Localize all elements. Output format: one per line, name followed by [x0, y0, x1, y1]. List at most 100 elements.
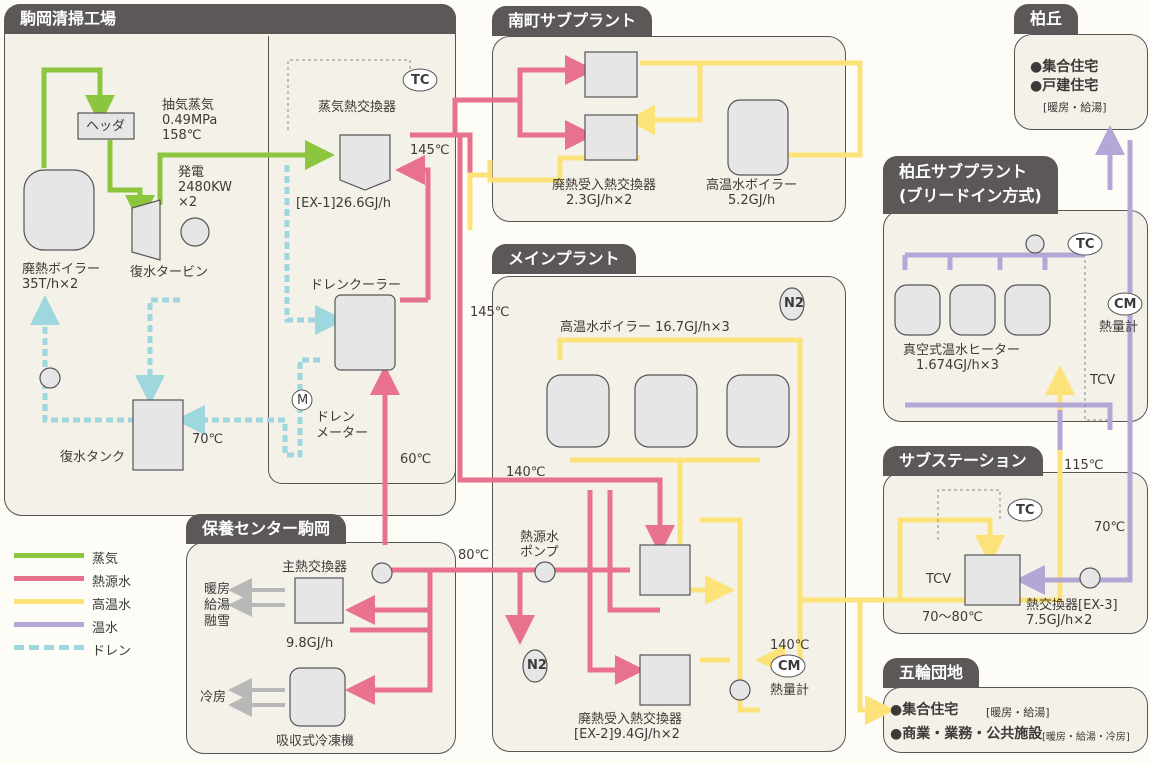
- main-boiler-3: [726, 374, 790, 448]
- hsw-11: [500, 567, 535, 645]
- condensate-tank: [132, 399, 184, 471]
- label-drain-meter2: メーター: [316, 426, 369, 441]
- title-kashiwaoka-sub-line1: 柏丘サブプラント: [899, 162, 1028, 181]
- label-heat-meter2: 熱量計: [770, 683, 810, 698]
- htw-2: [625, 63, 703, 135]
- label-temp140a: 140℃: [506, 465, 546, 480]
- main-boiler-1: [546, 374, 610, 448]
- label-header: ヘッダ: [86, 119, 126, 134]
- m-hx-1: [584, 51, 638, 98]
- main-hx: [294, 577, 344, 624]
- m-hx-2: [584, 114, 638, 161]
- label-ex3a: 熱交換器[EX-3]: [1026, 598, 1118, 613]
- label-heating1: 暖房: [204, 582, 231, 597]
- label-cm2: CM: [778, 659, 801, 674]
- htw-3: [487, 155, 640, 183]
- label-temp7080: 70～80℃: [922, 610, 983, 625]
- control-line-2: [1084, 260, 1110, 421]
- panel-kashiwaoka: [1014, 34, 1148, 130]
- label-extract-temp: 158℃: [162, 128, 202, 143]
- label-ex1: [EX-1]26.6GJ/h: [296, 196, 392, 211]
- pump-5: [1079, 567, 1101, 589]
- title-minamimachi: 南町サブプラント: [492, 6, 653, 36]
- vac-heater-1: [894, 284, 941, 336]
- ww-4: [905, 402, 1113, 430]
- label-ex2a: 廃熱受入熱交換器: [578, 712, 683, 727]
- hx-ex3: [964, 554, 1021, 606]
- title-substation: サブステーション: [883, 446, 1043, 476]
- label-power-mult: ×2: [178, 195, 198, 210]
- label-extract-pressure: 0.49MPa: [162, 113, 218, 128]
- label-gorin2s: [暖房・給湯・冷房]: [1042, 732, 1130, 743]
- htw-1: [640, 60, 863, 170]
- legend-swatch: [14, 599, 84, 604]
- steam-line-2: [107, 140, 155, 225]
- title-gorin: 五輪団地: [883, 658, 980, 688]
- label-heating2: 給湯: [204, 598, 231, 613]
- legend-label: ドレン: [92, 644, 132, 659]
- drain-line-2: [175, 357, 320, 458]
- label-gorin1s: [暖房・給湯]: [986, 706, 1050, 719]
- label-waste-boiler-val: 35T/h×2: [22, 277, 79, 292]
- label-heating3: 融雪: [204, 614, 231, 629]
- label-main-hx-val: 9.8GJ/h: [286, 636, 334, 651]
- label-drain-meter: ドレン: [316, 410, 356, 425]
- label-m-hx-val: 2.3GJ/h×2: [566, 193, 633, 208]
- label-kashiwa-2: ●戸建住宅: [1030, 78, 1099, 94]
- label-n2b: N2: [527, 658, 547, 673]
- label-temp70b: 70℃: [1094, 520, 1126, 535]
- waste-boiler: [23, 169, 95, 251]
- pump-3: [534, 561, 556, 583]
- legend-item: 熱源水: [14, 571, 184, 590]
- title-kashiwaoka-sub-line2: (ブリードイン方式): [899, 186, 1042, 205]
- label-vacuum-heater-val: 1.674GJ/h×3: [916, 358, 999, 373]
- header-box: [77, 112, 135, 140]
- legend-label: 熱源水: [92, 575, 132, 590]
- cm1-badge: [1107, 292, 1143, 316]
- steam-line-1: [41, 67, 115, 168]
- legend-item: 高温水: [14, 594, 184, 613]
- control-line-3: [937, 489, 1001, 540]
- turbine: [131, 199, 161, 261]
- title-kashiwaoka: 柏丘: [1014, 4, 1079, 34]
- legend-item: 蒸気: [14, 548, 184, 567]
- hsw-9: [607, 490, 660, 613]
- drain-line-4: [135, 297, 180, 405]
- label-steam-hx: 蒸気熱交換器: [318, 100, 397, 115]
- label-m-hx: 廃熱受入熱交換器: [552, 178, 657, 193]
- n2-tank-2: [522, 649, 548, 683]
- legend-label: 蒸気: [92, 552, 119, 567]
- hx-ex2-2: [639, 654, 691, 706]
- label-power-val: 2480KW: [178, 180, 232, 195]
- main-boiler-2: [634, 374, 698, 448]
- label-power: 発電: [178, 165, 205, 180]
- label-kashiwa-3: [暖房・給湯]: [1043, 101, 1107, 114]
- label-m-boiler-val: 5.2GJ/h: [728, 193, 776, 208]
- hx-ex2-1: [639, 544, 691, 596]
- label-tcv2: TCV: [926, 572, 952, 587]
- label-tcv1: TCV: [1090, 373, 1116, 388]
- label-pump: 熱源水: [520, 530, 560, 545]
- htw-11: [897, 517, 1005, 600]
- control-line-1: [287, 59, 411, 130]
- hsw-3: [517, 100, 595, 150]
- tc1-badge: [402, 68, 438, 92]
- label-ex2b: [EX-2]9.4GJ/h×2: [574, 727, 680, 742]
- label-pump2: ポンプ: [520, 545, 559, 560]
- label-condensate-tank: 復水タンク: [60, 450, 126, 465]
- legend-label: 温水: [92, 621, 119, 636]
- pump-4: [729, 679, 751, 701]
- legend-swatch: [14, 553, 84, 558]
- legend-label: 高温水: [92, 598, 132, 613]
- legend-swatch: [14, 576, 84, 581]
- label-m: M: [297, 393, 309, 408]
- legend-swatch: [14, 645, 84, 650]
- pump-1: [39, 367, 61, 389]
- tc2-badge: [1067, 232, 1103, 256]
- tc3-badge: [1007, 498, 1043, 522]
- label-waste-boiler: 廃熱ボイラー: [22, 262, 101, 277]
- generator: [180, 217, 210, 247]
- title-main: メインプラント: [492, 244, 636, 274]
- drain-line-1: [284, 165, 345, 335]
